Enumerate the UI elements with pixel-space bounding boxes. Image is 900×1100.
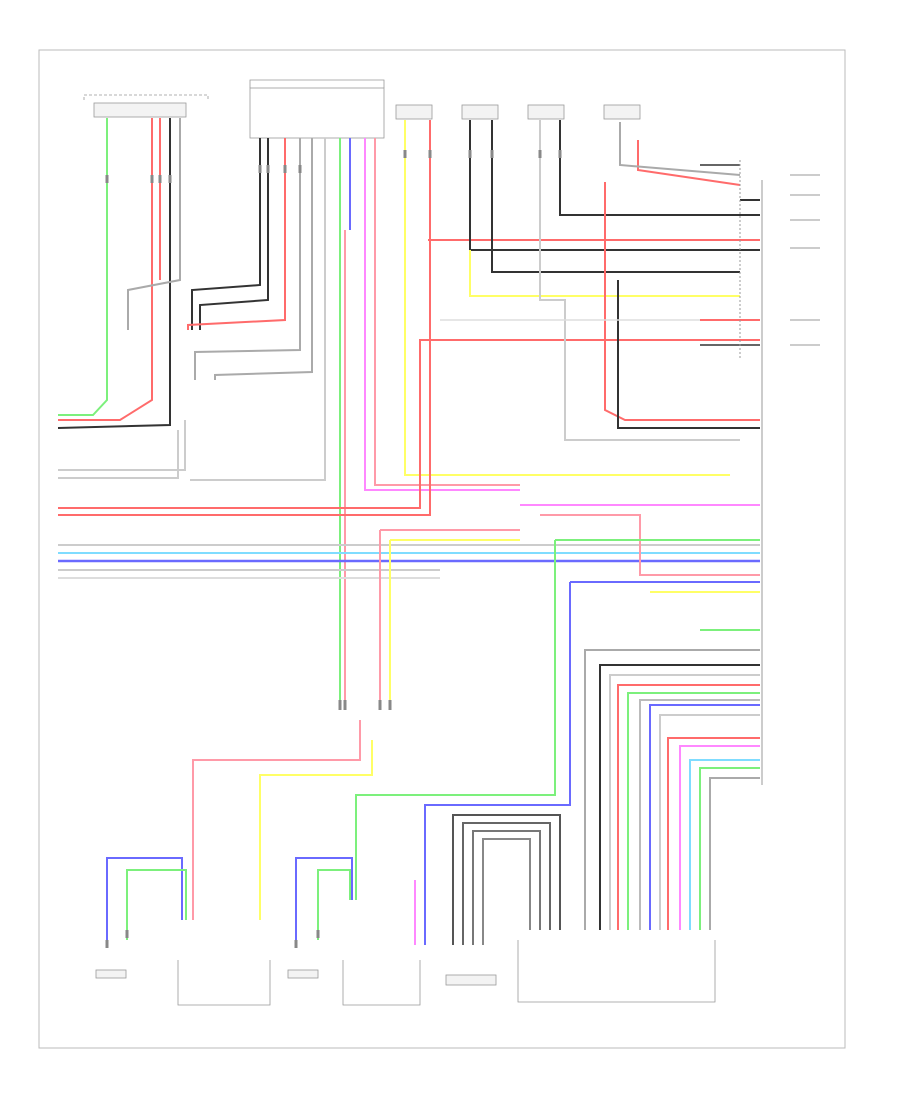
sensor-box-rr <box>95 969 127 979</box>
bottom-components <box>95 940 716 1006</box>
sensor-box-4 <box>603 104 641 120</box>
sensor-box-lf <box>342 960 421 1006</box>
wire-gray-right-1 <box>584 649 760 930</box>
wire-light-blue-right <box>689 759 760 930</box>
wire-green-lower-mid <box>317 869 351 940</box>
wire-gray-s3 <box>539 120 740 441</box>
wire-red-right <box>617 684 760 930</box>
wire-pink-lower <box>192 720 361 920</box>
right-connector <box>739 160 820 785</box>
wire-green-vertical <box>355 540 556 900</box>
wire-gray-right-6 <box>709 777 760 930</box>
wire-blue-lower-left <box>106 857 183 940</box>
wire-black-s4 <box>617 280 760 429</box>
wire-black-s2-b <box>491 120 740 273</box>
wire-red-mid-1 <box>187 138 286 330</box>
ecu-box-bottom <box>517 940 716 1003</box>
wire-magenta-mid <box>364 138 520 491</box>
wire-gray-left-3 <box>58 430 179 479</box>
wire-red-s4-b <box>604 182 760 421</box>
wire-gray-right-4 <box>639 699 760 930</box>
sensor-box-2 <box>461 104 499 120</box>
wires <box>57 118 760 945</box>
wire-blue-right-2 <box>649 704 760 930</box>
wire-red-long <box>58 339 760 509</box>
sensor-box-1 <box>395 104 433 120</box>
wire-black-harness-2 <box>462 822 551 945</box>
sensor-box-3 <box>527 104 565 120</box>
connector-box-mid <box>249 87 385 139</box>
wire-green-right-2 <box>627 692 760 930</box>
wire-red-s4 <box>637 140 741 186</box>
wire-pink-mid-2 <box>374 138 520 486</box>
wire-gray-mid-3 <box>190 138 326 481</box>
wire-yellow-s2 <box>469 250 740 297</box>
wire-red-s1 <box>58 120 431 516</box>
wire-green-right-3 <box>699 767 760 930</box>
wire-black-harness-3 <box>472 830 541 945</box>
wire-gray-right-3 <box>609 674 760 930</box>
wire-gray-left-2 <box>58 420 186 471</box>
wire-black-mid-1 <box>191 138 261 330</box>
wire-green-left <box>58 118 108 416</box>
connector-box-left <box>93 102 187 118</box>
sensor-box-lr <box>287 969 319 979</box>
wire-magenta-right <box>679 745 760 930</box>
wire-gray-right-5 <box>659 714 760 930</box>
wire-black-left <box>57 118 171 429</box>
wire-gray-left-1 <box>127 118 181 330</box>
wire-red-right-3 <box>667 737 760 930</box>
wire-red-left-1 <box>58 118 153 421</box>
sensor-box-ctrl <box>445 974 497 986</box>
wire-black-s2 <box>469 120 760 251</box>
wire-green-lower-left <box>126 869 187 940</box>
wire-blue-vertical <box>424 582 571 945</box>
top-connectors <box>83 79 641 139</box>
wire-blue-lower-mid <box>295 857 353 940</box>
wire-black-harness-4 <box>482 838 531 945</box>
diagram-border <box>38 49 846 1049</box>
wire-black-mid-2 <box>199 138 269 330</box>
sensor-box-rf <box>177 960 271 1006</box>
wire-black-harness-1 <box>452 814 561 945</box>
connector-bracket-mid <box>249 79 385 88</box>
wire-black-right-2 <box>599 664 760 930</box>
wire-yellow-lower <box>259 740 373 920</box>
wire-gray-mid-2 <box>214 138 313 380</box>
wire-yellow-s1 <box>404 120 730 476</box>
wire-gray-s4 <box>619 122 741 176</box>
wire-pink-h <box>540 514 760 576</box>
connector-ticks <box>105 150 562 948</box>
wire-gray-mid-1 <box>194 138 301 380</box>
connector-bracket-left <box>83 94 209 100</box>
